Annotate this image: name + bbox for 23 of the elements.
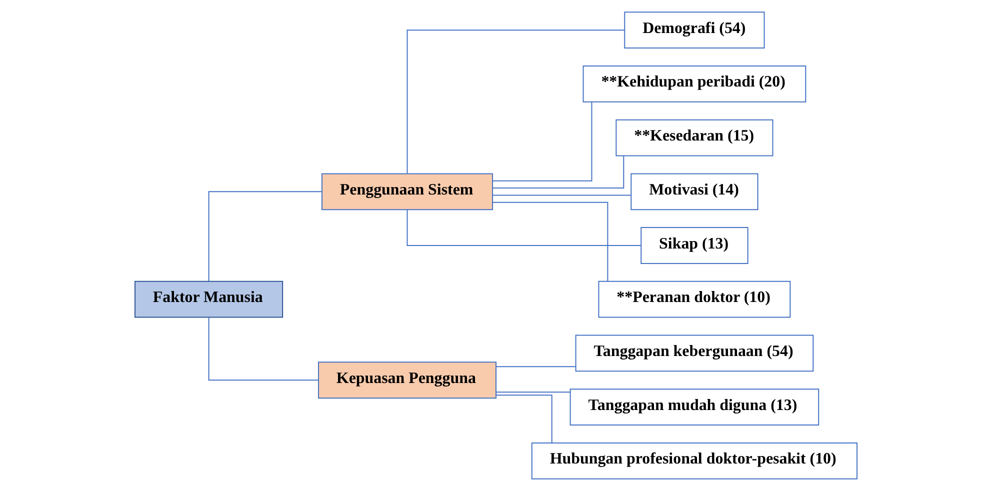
node-box: Hubungan profesional doktor-pesakit (10) bbox=[531, 442, 858, 480]
connector bbox=[406, 30, 626, 174]
connector bbox=[406, 209, 642, 246]
node-box: Tanggapan mudah diguna (13) bbox=[570, 388, 820, 426]
connector bbox=[208, 191, 322, 282]
node-box: **Peranan doktor (10) bbox=[598, 280, 791, 318]
node-box: Demografi (54) bbox=[624, 12, 765, 49]
connector bbox=[496, 392, 571, 393]
node-box: Tanggapan kebergunaan (54) bbox=[575, 334, 814, 372]
node-box: Motivasi (14) bbox=[630, 173, 758, 210]
connector bbox=[492, 155, 624, 189]
connector bbox=[496, 366, 576, 368]
node-box: Sikap (13) bbox=[640, 227, 748, 264]
node-box: Faktor Manusia bbox=[134, 280, 284, 318]
node-box: **Kesedaran (15) bbox=[616, 119, 774, 156]
connector bbox=[492, 202, 608, 282]
node-box: **Kehidupan peribadi (20) bbox=[582, 66, 806, 102]
connector bbox=[492, 102, 592, 182]
node-box: Penggunaan Sistem bbox=[321, 173, 493, 210]
connector bbox=[496, 394, 552, 444]
node-box: Kepuasan Pengguna bbox=[318, 362, 496, 399]
connector bbox=[492, 194, 632, 196]
connector bbox=[208, 317, 319, 381]
